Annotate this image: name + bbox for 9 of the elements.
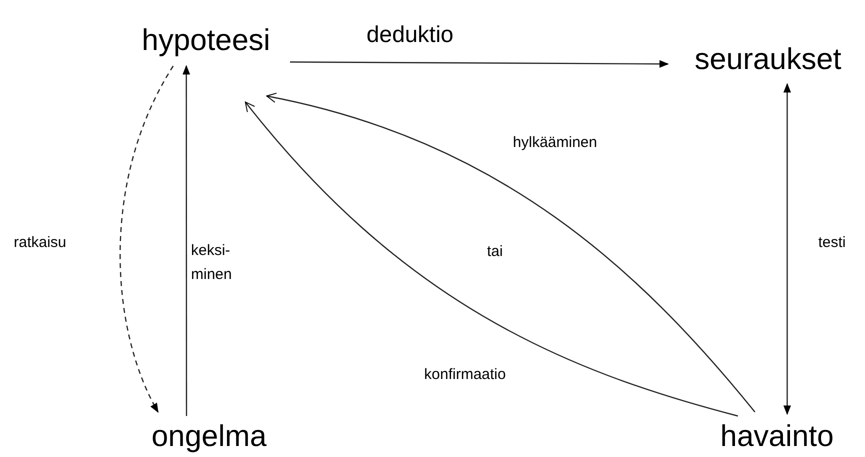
arrow [182, 65, 190, 416]
arrow [783, 83, 792, 415]
node-label: havainto [720, 422, 834, 452]
dashed-arrow [120, 66, 174, 413]
node-label: seuraukset [694, 45, 842, 75]
note-label: tai [487, 244, 503, 259]
node-label: ongelma [151, 422, 267, 452]
node-label: hypoteesi [142, 26, 270, 56]
arrow [290, 60, 669, 68]
